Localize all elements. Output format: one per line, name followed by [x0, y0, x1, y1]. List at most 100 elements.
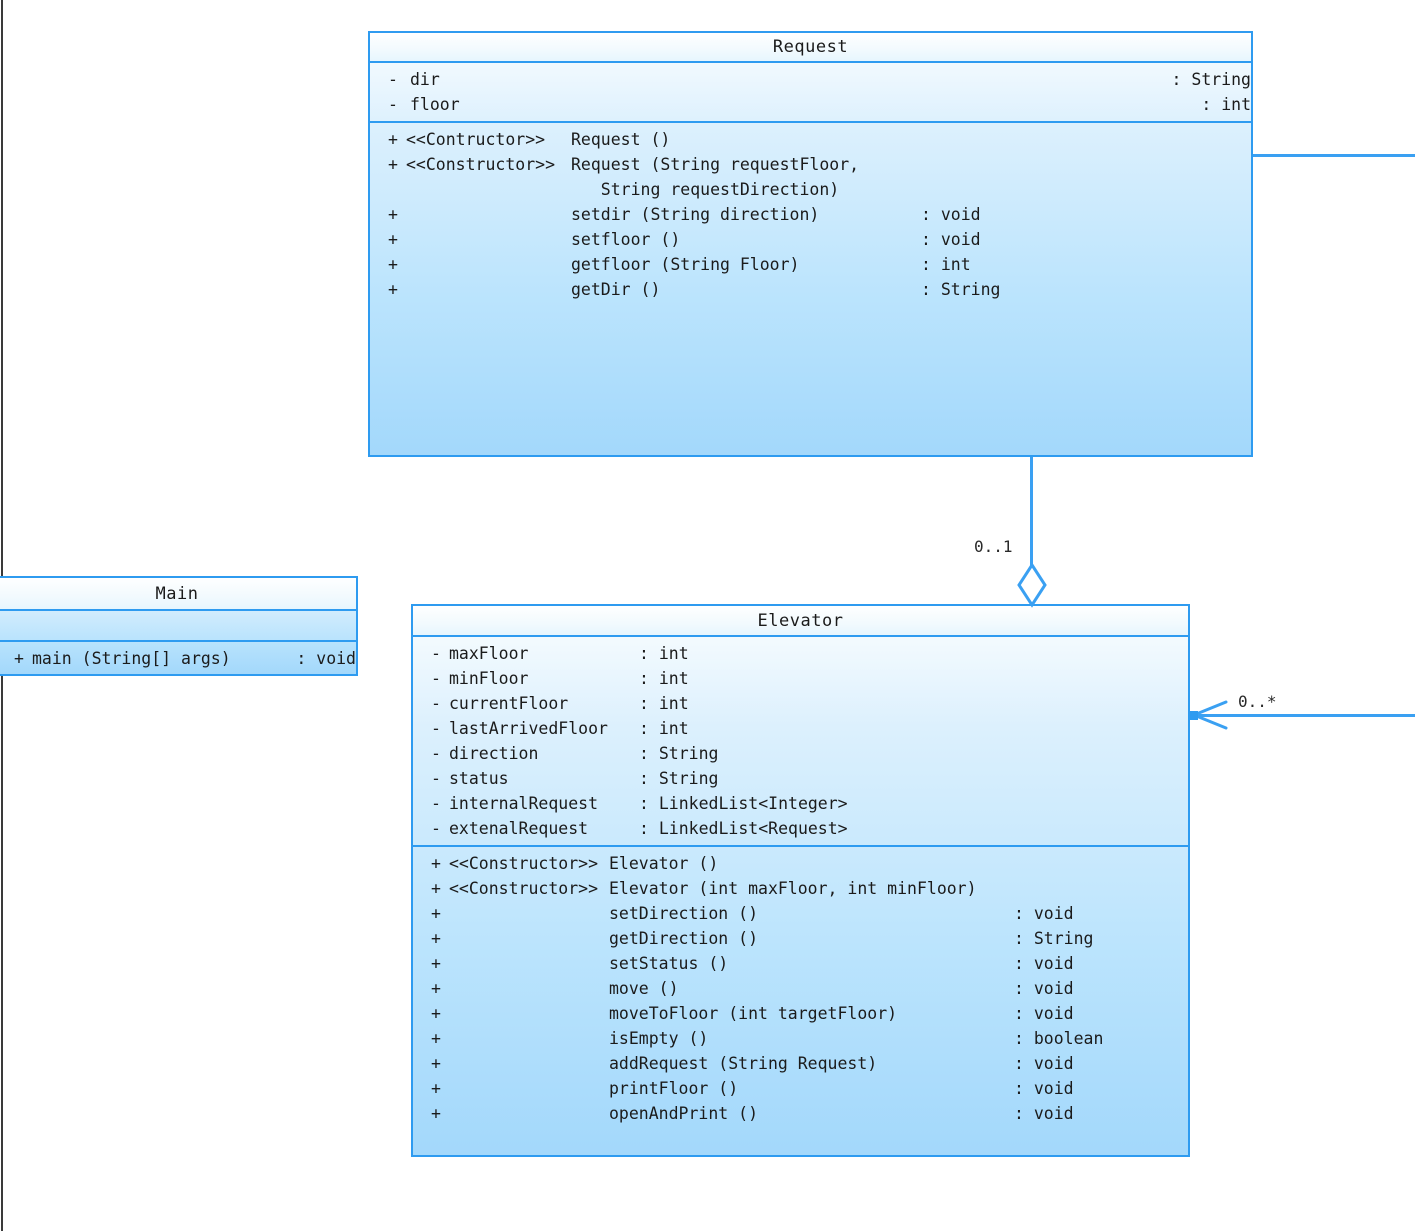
method-signature: openAndPrint (): [609, 1104, 759, 1123]
visibility-marker: +: [431, 1104, 441, 1123]
method-row: + <<Constructor>> Elevator (): [423, 851, 1188, 876]
attribute-type: : LinkedList<Request>: [639, 819, 848, 838]
method-row: + printFloor () : void: [423, 1076, 1188, 1101]
visibility-marker: +: [388, 255, 398, 274]
association-multiplicity-label: 0..*: [1238, 692, 1277, 711]
attribute-name: direction: [449, 744, 539, 763]
method-return-type: : int: [921, 255, 971, 274]
method-row: + setfloor () : void: [380, 227, 1251, 252]
visibility-marker: +: [431, 1054, 441, 1073]
method-return-type: : void: [1014, 979, 1074, 998]
visibility-marker: +: [431, 979, 441, 998]
visibility-marker: -: [431, 819, 441, 838]
visibility-marker: +: [431, 954, 441, 973]
method-signature: Elevator (int maxFloor, int minFloor): [609, 879, 977, 898]
method-return-type: : boolean: [1014, 1029, 1104, 1048]
method-row: + setDirection () : void: [423, 901, 1188, 926]
method-row: + getDirection () : String: [423, 926, 1188, 951]
attribute-type: : int: [639, 669, 689, 688]
visibility-marker: -: [431, 794, 441, 813]
class-title-elevator: Elevator: [413, 606, 1188, 637]
method-signature: printFloor (): [609, 1079, 739, 1098]
method-signature: move (): [609, 979, 679, 998]
method-row: + <<Constructor>> Elevator (int maxFloor…: [423, 876, 1188, 901]
attribute-row: - currentFloor : int: [423, 691, 1188, 716]
class-attributes-request: - dir : String - floor : int: [370, 63, 1251, 123]
method-row: + <<Constructor>> Request (String reques…: [380, 152, 1251, 177]
attribute-row: - status : String: [423, 766, 1188, 791]
visibility-marker: -: [431, 644, 441, 663]
visibility-marker: -: [388, 95, 398, 114]
class-box-elevator[interactable]: Elevator - maxFloor : int - minFloor : i…: [411, 604, 1190, 1157]
class-attributes-elevator: - maxFloor : int - minFloor : int - curr…: [413, 637, 1188, 847]
method-return-type: : void: [1014, 1054, 1074, 1073]
method-row: + moveToFloor (int targetFloor) : void: [423, 1001, 1188, 1026]
attribute-row: - direction : String: [423, 741, 1188, 766]
visibility-marker: +: [388, 205, 398, 224]
attribute-row: - dir : String: [380, 67, 1251, 92]
attribute-type: : String: [1171, 70, 1251, 89]
visibility-marker: +: [431, 929, 441, 948]
attribute-row: - floor : int: [380, 92, 1251, 117]
attribute-name: floor: [410, 95, 460, 114]
method-row: + addRequest (String Request) : void: [423, 1051, 1188, 1076]
class-box-main[interactable]: Main + main (String[] args) : void: [0, 576, 358, 676]
aggregation-connector-line[interactable]: [1030, 457, 1033, 567]
method-stereotype: <<Constructor>>: [406, 155, 556, 174]
attribute-row: - maxFloor : int: [423, 641, 1188, 666]
attribute-row: - lastArrivedFloor : int: [423, 716, 1188, 741]
method-signature: Request (): [571, 130, 671, 149]
visibility-marker: -: [431, 669, 441, 688]
visibility-marker: -: [431, 744, 441, 763]
attribute-row: - minFloor : int: [423, 666, 1188, 691]
method-signature: getfloor (String Floor): [571, 255, 800, 274]
method-signature: setdir (String direction): [571, 205, 820, 224]
method-return-type: : void: [296, 649, 356, 668]
attribute-name: maxFloor: [449, 644, 529, 663]
class-methods-main: + main (String[] args) : void: [0, 642, 356, 675]
visibility-marker: +: [431, 854, 441, 873]
visibility-marker: -: [431, 694, 441, 713]
visibility-marker: +: [388, 155, 398, 174]
visibility-marker: +: [388, 230, 398, 249]
attribute-row: - internalRequest : LinkedList<Integer>: [423, 791, 1188, 816]
method-return-type: : void: [1014, 1004, 1074, 1023]
attribute-type: : int: [639, 719, 689, 738]
method-signature: getDir (): [571, 280, 661, 299]
method-row: + main (String[] args) : void: [6, 646, 356, 671]
method-return-type: : String: [1014, 929, 1094, 948]
attribute-name: currentFloor: [449, 694, 569, 713]
attribute-name: lastArrivedFloor: [449, 719, 608, 738]
attribute-name: internalRequest: [449, 794, 599, 813]
visibility-marker: +: [431, 1079, 441, 1098]
method-signature: setStatus (): [609, 954, 729, 973]
class-title-request: Request: [370, 33, 1251, 63]
method-signature: setDirection (): [609, 904, 759, 923]
visibility-marker: +: [431, 1004, 441, 1023]
method-stereotype: <<Constructor>>: [449, 879, 599, 898]
class-title-main: Main: [0, 578, 356, 611]
method-row: + getfloor (String Floor) : int: [380, 252, 1251, 277]
visibility-marker: -: [431, 769, 441, 788]
method-return-type: : void: [1014, 954, 1074, 973]
method-signature: setfloor (): [571, 230, 681, 249]
visibility-marker: +: [14, 649, 24, 668]
method-stereotype: <<Constructor>>: [449, 854, 599, 873]
visibility-marker: +: [431, 879, 441, 898]
class-box-request[interactable]: Request - dir : String - floor : int + <…: [368, 31, 1253, 457]
method-row: + move () : void: [423, 976, 1188, 1001]
class-methods-request: + <<Contructor>> Request () + <<Construc…: [370, 123, 1251, 306]
attribute-type: : LinkedList<Integer>: [639, 794, 848, 813]
method-signature: Request (String requestFloor,: [571, 155, 860, 174]
method-row: + isEmpty () : boolean: [423, 1026, 1188, 1051]
visibility-marker: -: [431, 719, 441, 738]
request-outgoing-connector-line[interactable]: [1253, 154, 1415, 157]
visibility-marker: +: [431, 904, 441, 923]
method-row: + openAndPrint () : void: [423, 1101, 1188, 1126]
attribute-name: extenalRequest: [449, 819, 589, 838]
association-connector-line[interactable]: [1190, 714, 1415, 717]
class-attributes-main: [0, 611, 356, 642]
attribute-type: : int: [1201, 95, 1251, 114]
method-return-type: : void: [921, 230, 981, 249]
